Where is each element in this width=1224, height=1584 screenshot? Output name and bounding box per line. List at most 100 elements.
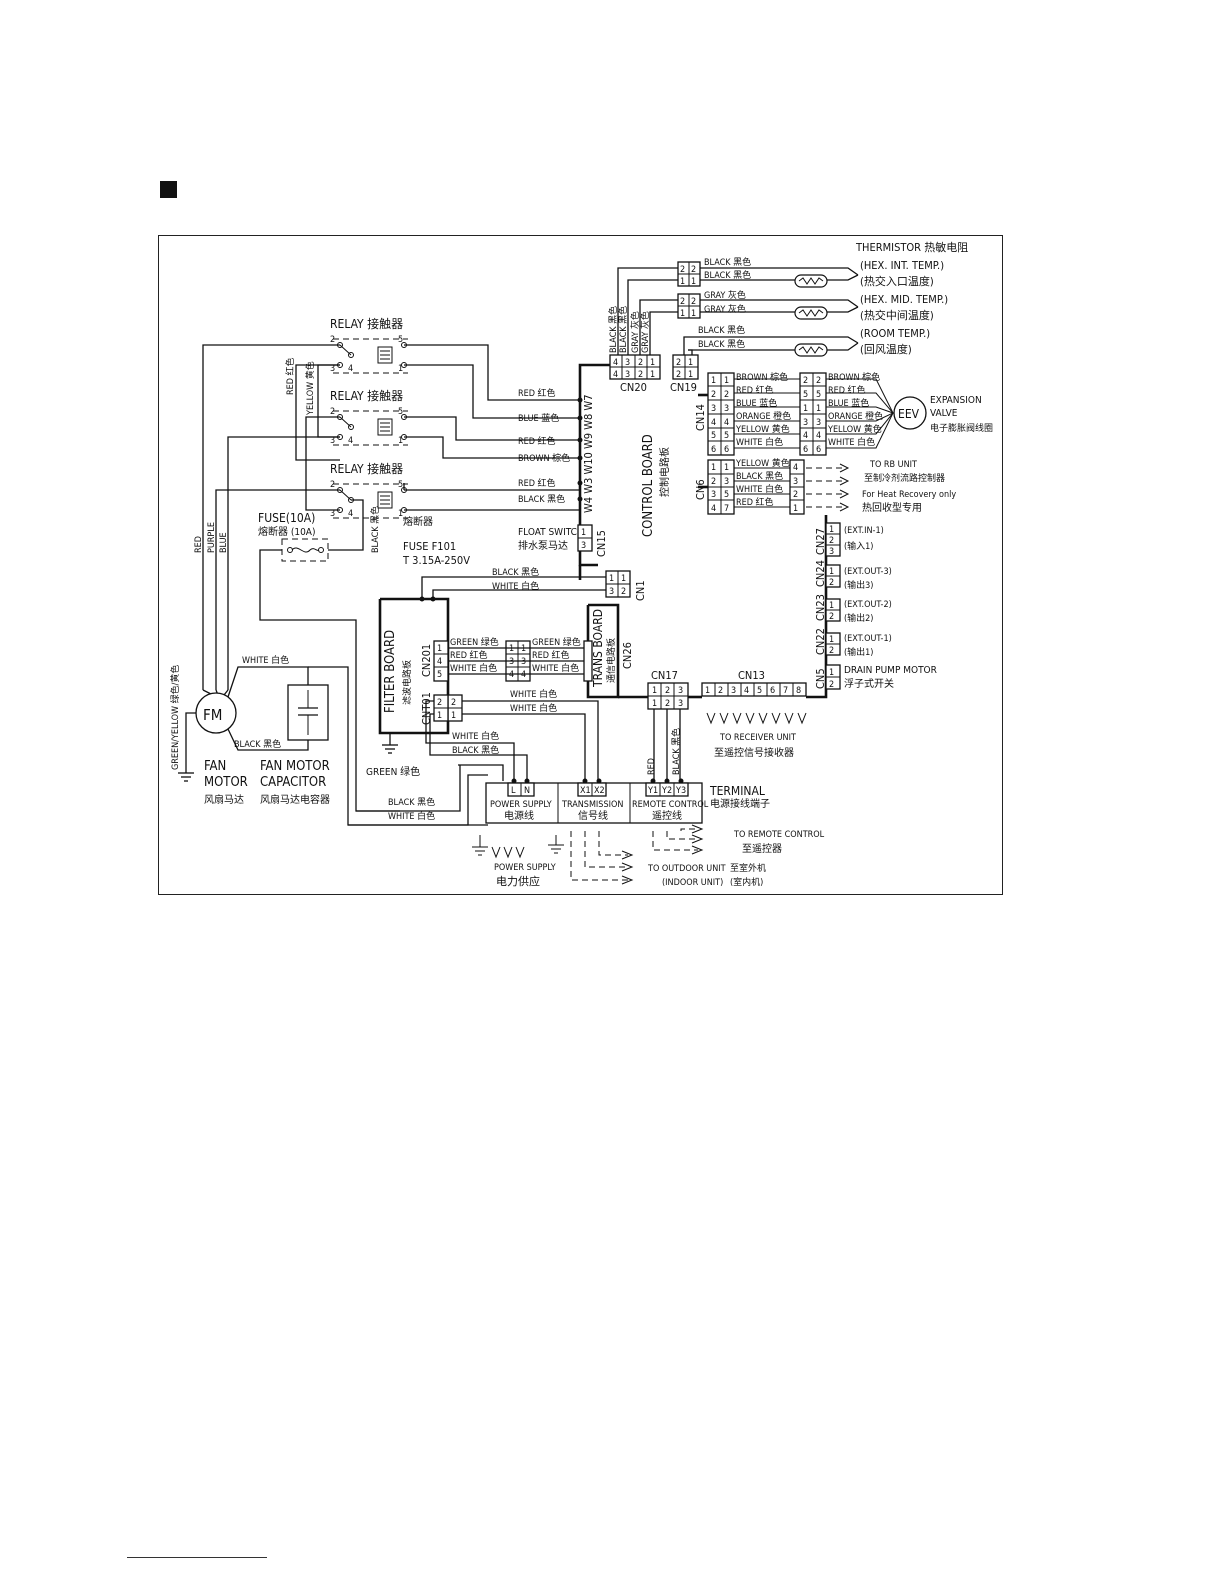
svg-text:3: 3: [829, 547, 834, 557]
wire-label-black-ps: BLACK 黑色: [388, 796, 435, 808]
trans-board-label: TRANS BOARD: [591, 609, 605, 688]
fan-cap-label: FAN MOTOR: [260, 759, 330, 774]
fuse-rating-label: T 3.15A-250V: [402, 554, 470, 567]
terminal-pin-n: N: [524, 786, 530, 796]
svg-text:2: 2: [724, 390, 729, 400]
wire-label-orange-cn14: ORANGE 橙色: [736, 410, 791, 422]
svg-text:1: 1: [829, 668, 834, 678]
svg-text:7: 7: [783, 686, 788, 696]
svg-text:2: 2: [711, 390, 716, 400]
svg-text:1: 1: [509, 644, 514, 654]
to-receiver-label: TO RECEIVER UNIT: [719, 733, 796, 743]
to-outdoor-cn-label: 至室外机: [730, 862, 766, 874]
svg-text:4: 4: [724, 418, 729, 428]
svg-text:1: 1: [437, 644, 442, 654]
wire-label-black-fm: BLACK 黑色: [234, 738, 281, 750]
drain-pump-label: DRAIN PUMP MOTOR: [844, 665, 937, 676]
control-board: CONTROL BOARD 控制电路板 W4 W3 W10 W9 W8 W7: [577, 363, 671, 580]
svg-text:3: 3: [816, 418, 821, 428]
svg-text:4: 4: [613, 370, 618, 380]
svg-text:5: 5: [757, 686, 762, 696]
cn17-label: CN17: [651, 669, 678, 682]
svg-text:3: 3: [711, 490, 716, 500]
cn19-label: CN19: [670, 381, 697, 394]
wire-label-black-2: BLACK 黑色: [704, 269, 751, 281]
wire-label-blue-w8: BLUE 蓝色: [518, 412, 559, 424]
svg-text:5: 5: [398, 407, 403, 417]
wire-label-white-fm: WHITE 白色: [242, 654, 289, 666]
wire-label-blue-cn14: BLUE 蓝色: [736, 397, 777, 409]
room-temp-label: (ROOM TEMP.): [860, 327, 930, 340]
to-remote-cn-label: 至遥控器: [742, 842, 782, 855]
fm-label: FM: [203, 706, 222, 724]
svg-text:6: 6: [803, 445, 808, 455]
terminal-pin-y3: Y3: [675, 786, 686, 796]
fuse-f101-block: 熔断器 FUSE F101 T 3.15A-250V FLOAT SWITCH …: [402, 515, 608, 567]
svg-text:2: 2: [691, 265, 696, 275]
svg-text:2: 2: [330, 335, 335, 345]
eev-label: EEV: [898, 407, 920, 421]
fan-capacitor-icon: [287, 684, 329, 741]
svg-text:2: 2: [829, 680, 834, 690]
wire-label-red-v-fm: RED: [194, 536, 204, 553]
svg-text:2: 2: [680, 265, 685, 275]
wire-label-gray-2: GRAY 灰色: [704, 303, 746, 315]
svg-text:2: 2: [829, 612, 834, 622]
wire-label-blue-eev: BLUE 蓝色: [828, 397, 869, 409]
svg-text:2: 2: [816, 376, 821, 386]
svg-text:5: 5: [437, 670, 442, 680]
svg-text:2: 2: [691, 297, 696, 307]
svg-text:3: 3: [724, 477, 729, 487]
ext-out3-cn-label: (输出3): [844, 579, 873, 591]
thermistor-group: THERMISTOR 热敏电阻 (HEX. INT. TEMP.) (热交入口温…: [617, 240, 968, 357]
svg-text:5: 5: [398, 335, 403, 345]
wire-label-black-v-fuse: BLACK 黑色: [369, 506, 381, 553]
wire-label-red-cn14: RED 红色: [736, 384, 774, 396]
to-remote-label: TO REMOTE CONTROL: [733, 830, 825, 840]
wire-label-red-v-rc: RED: [647, 758, 657, 775]
wire-label-red-eev: RED 红色: [828, 384, 866, 396]
svg-text:5: 5: [398, 480, 403, 490]
svg-text:2: 2: [437, 698, 442, 708]
wire-label-red-w7: RED 红色: [518, 387, 556, 399]
wire-label-white-eev: WHITE 白色: [828, 436, 875, 448]
wire-label-yellow-cn6: YELLOW 黄色: [735, 457, 790, 469]
footer-rule: [127, 1557, 267, 1558]
wire-label-black-1: BLACK 黑色: [704, 256, 751, 268]
section-bullet: [160, 181, 177, 198]
wire-label-black-v2: BLACK 黑色: [617, 306, 629, 353]
svg-text:1: 1: [652, 686, 657, 696]
svg-text:1: 1: [724, 376, 729, 386]
svg-text:1: 1: [724, 463, 729, 473]
svg-text:1: 1: [581, 528, 586, 538]
diagram-frame: [158, 235, 1003, 895]
to-outdoor-label: TO OUTDOOR UNIT: [647, 864, 726, 874]
wire-label-red-cn6: RED 红色: [736, 496, 774, 508]
wire-label-gray-v2: GRAY 灰色: [639, 311, 651, 353]
wire-label-black-cn6: BLACK 黑色: [736, 470, 783, 482]
svg-text:2: 2: [718, 686, 723, 696]
svg-text:3: 3: [330, 364, 335, 374]
svg-text:6: 6: [816, 445, 821, 455]
wiring-diagram: THERMISTOR 热敏电阻 (HEX. INT. TEMP.) (热交入口温…: [169, 240, 993, 888]
svg-text:4: 4: [509, 670, 514, 680]
svg-text:2: 2: [451, 698, 456, 708]
fuse-cn-label: 熔断器: [403, 515, 433, 528]
svg-text:2: 2: [665, 699, 670, 709]
fan-cap-cn-label: 风扇马达电容器: [260, 793, 330, 806]
relay-label-2: RELAY 接触器: [330, 388, 403, 403]
svg-text:3: 3: [581, 541, 586, 551]
svg-text:1: 1: [650, 370, 655, 380]
fuse-f101-label: FUSE F101: [403, 540, 456, 553]
expansion-valve2-label: VALVE: [930, 408, 958, 419]
terminal-label: TERMINAL: [709, 784, 765, 798]
wire-label-black-4: BLACK 黑色: [698, 338, 745, 350]
svg-text:1: 1: [829, 567, 834, 577]
trans-board-cn-label: 通信电路板: [605, 638, 617, 683]
fan-motor-cn-label: 风扇马达: [204, 793, 244, 806]
wire-label-blue-v-fm: BLUE: [219, 532, 229, 553]
